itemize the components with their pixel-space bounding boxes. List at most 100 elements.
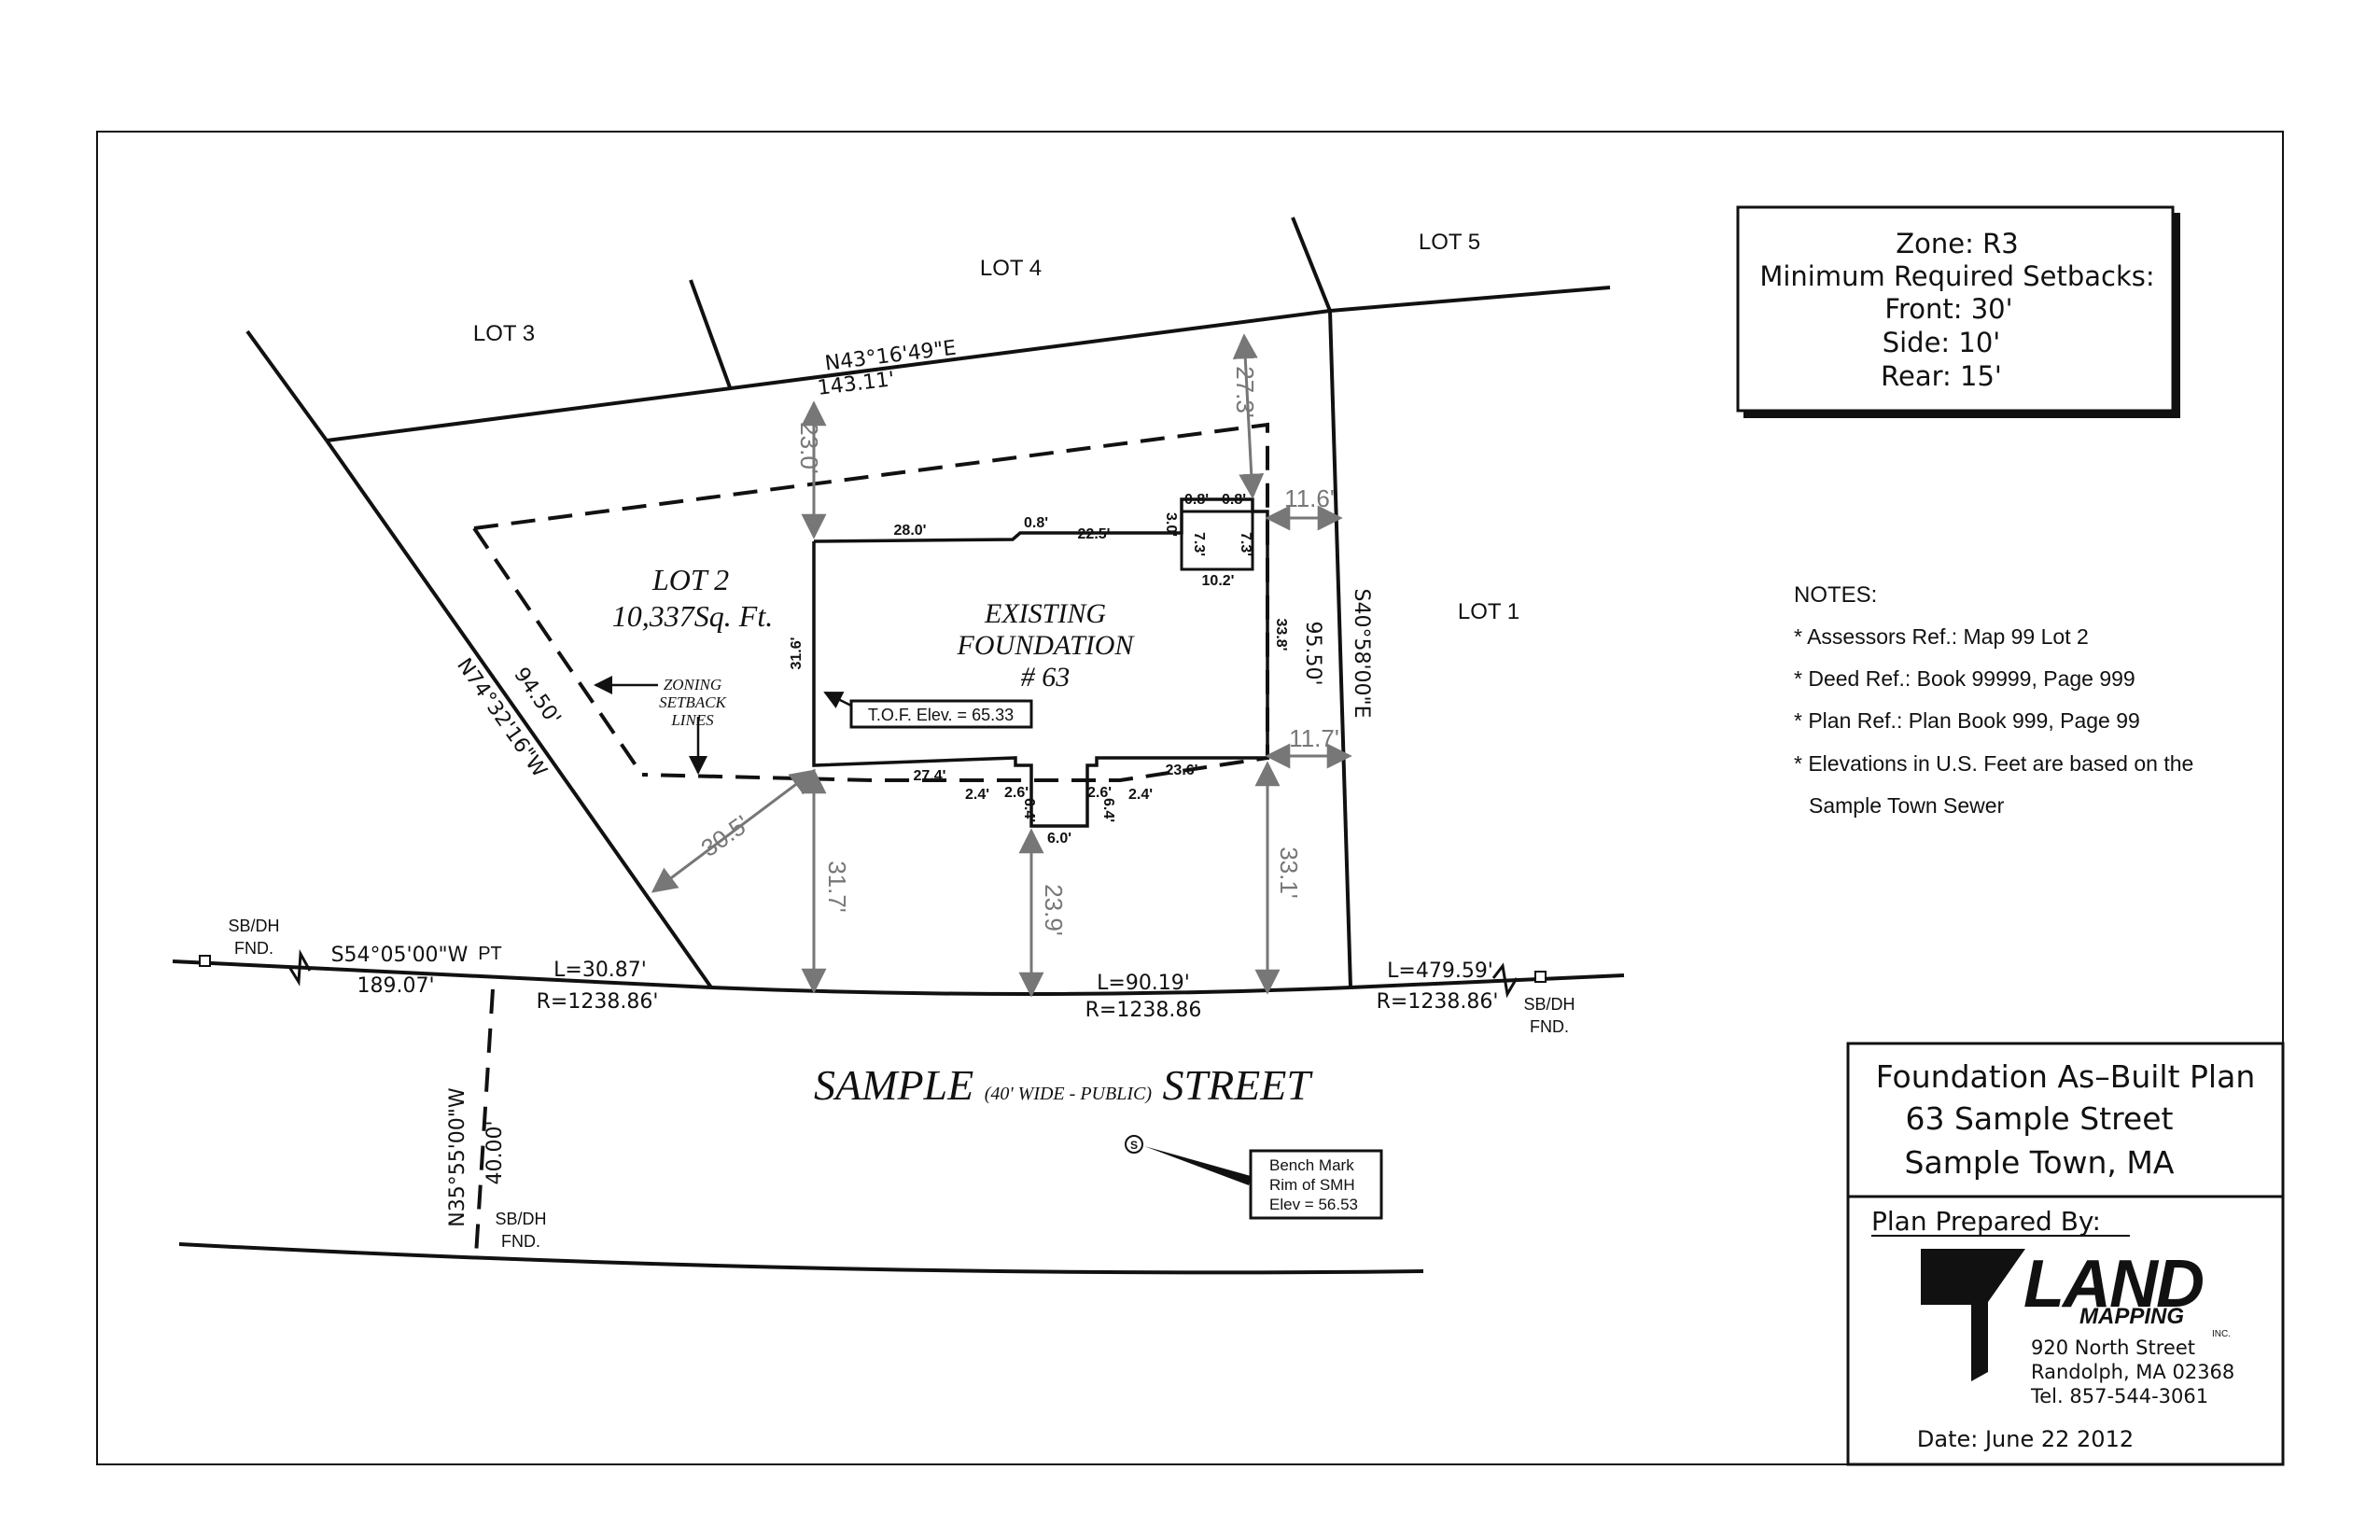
svg-text:23.9': 23.9' [1040, 884, 1068, 936]
svg-text:10.2': 10.2' [1202, 573, 1235, 589]
svg-text:FND.: FND. [501, 1232, 540, 1251]
svg-text:* Plan Ref.: Plan Book 999, P: * Plan Ref.: Plan Book 999, Page 99 [1794, 708, 2140, 733]
bench-mark-line2: Rim of SMH [1269, 1176, 1355, 1194]
svg-text:31.7': 31.7' [823, 861, 851, 913]
street-name: SAMPLE (40' WIDE - PUBLIC) STREET [814, 1061, 1313, 1109]
svg-text:FND.: FND. [1530, 1017, 1569, 1036]
svg-text:0.8': 0.8' [1222, 492, 1246, 508]
bench-mark-leader [1144, 1146, 1251, 1185]
svg-text:SB/DH: SB/DH [1523, 995, 1575, 1014]
lot4-5-line [1291, 217, 1332, 312]
zone-label: Zone: R3 [1896, 228, 2018, 259]
svg-text:PT: PT [478, 944, 502, 964]
svg-text:11.6': 11.6' [1284, 484, 1335, 512]
svg-text:27.3': 27.3' [1231, 366, 1259, 418]
bench-mark-line1: Bench Mark [1269, 1156, 1354, 1174]
svg-text:N35°55'00"W: N35°55'00"W [446, 1087, 469, 1227]
svg-text:23.0': 23.0' [795, 422, 823, 474]
svg-text:189.07': 189.07' [357, 974, 434, 998]
zone-box [1736, 205, 2175, 413]
north-property-line [326, 309, 1331, 442]
lot2-area: 10,337Sq. Ft. [612, 599, 773, 633]
svg-text:7.3': 7.3' [1191, 532, 1207, 556]
zoning-setback-line [473, 422, 1269, 782]
svg-text:L=30.87': L=30.87' [553, 959, 647, 982]
plan-date: Date: June 22 2012 [1917, 1426, 2134, 1452]
svg-text:* Elevations in U.S. Feet are: * Elevations in U.S. Feet are based on t… [1794, 751, 2193, 776]
svg-text:11.7': 11.7' [1289, 724, 1339, 752]
svg-text:0.8': 0.8' [1184, 492, 1209, 508]
curve-labels: L=30.87' R=1238.86' L=90.19' R=1238.86 L… [537, 959, 1499, 1022]
svg-text:L=479.59': L=479.59' [1387, 959, 1493, 983]
svg-text:L=90.19': L=90.19' [1097, 972, 1190, 995]
notes: NOTES: * Assessors Ref.: Map 99 Lot 2 * … [1794, 582, 2193, 818]
foundation-bump [1180, 510, 1254, 571]
svg-text:N74°32'16"W: N74°32'16"W [452, 654, 551, 782]
svg-text:23.6': 23.6' [1166, 763, 1198, 778]
svg-text:0.8': 0.8' [1024, 515, 1048, 531]
land-mapping-logo: LAND MAPPING INC. [1921, 1247, 2231, 1381]
svg-text:NOTES:: NOTES: [1794, 582, 1877, 608]
zoning-label-line2: SETBACK [659, 693, 727, 711]
lot2-3-line [245, 329, 329, 442]
street-south-line [178, 1242, 1424, 1275]
svg-text:6.0': 6.0' [1047, 831, 1071, 847]
svg-text:27.4': 27.4' [914, 768, 946, 784]
lot-line-dashed [474, 988, 495, 1256]
address-line1: 920 North Street [2031, 1337, 2195, 1359]
lot5-label: LOT 5 [1419, 230, 1480, 255]
east-property-line [1328, 310, 1352, 988]
lot1-label: LOT 1 [1458, 599, 1519, 624]
sbdh-marker [1534, 971, 1547, 983]
property-lines [172, 217, 1625, 1275]
foundation-dimension-labels: 28.0' 0.8' 22.5' 0.8' 0.8' 3.0' 7.3' 7.3… [789, 492, 1289, 847]
svg-text:Sample Town Sewer: Sample Town Sewer [1809, 793, 2005, 818]
zoning-setback-line-west [472, 526, 644, 777]
svg-text:LAND: LAND [2023, 1247, 2203, 1322]
svg-text:2.4': 2.4' [965, 787, 989, 803]
svg-text:2.6': 2.6' [1087, 785, 1112, 801]
lot3-4-line [689, 279, 732, 388]
foundation-title-line2: FOUNDATION [957, 630, 1136, 661]
zone-rear: Rear: 15' [1881, 360, 2002, 392]
tof-elevation: T.O.F. Elev. = 65.33 [868, 706, 1014, 724]
sewer-manhole-letter: S [1130, 1139, 1138, 1152]
svg-text:SB/DH: SB/DH [495, 1210, 546, 1228]
svg-text:FND.: FND. [234, 939, 273, 958]
street-north-line-west [172, 959, 712, 989]
svg-text:INC.: INC. [2212, 1329, 2231, 1339]
svg-text:6.4': 6.4' [1100, 798, 1116, 822]
svg-text:28.0': 28.0' [894, 523, 927, 539]
bench-mark-line3: Elev = 56.53 [1269, 1196, 1358, 1213]
svg-text:S54°05'00"W: S54°05'00"W [331, 944, 469, 967]
setback-dimensions [651, 333, 1352, 998]
foundation-title-line1: EXISTING [984, 598, 1106, 629]
monument-labels: PT SB/DH FND. SB/DH FND. SB/DH FND. [228, 917, 1575, 1251]
svg-text:2.6': 2.6' [1004, 785, 1029, 801]
zoning-label-line1: ZONING [664, 676, 721, 693]
prepared-by: Plan Prepared By: [1871, 1206, 2101, 1237]
tof-elevation-box [849, 699, 1033, 729]
foundation-title-line3: # 63 [1021, 662, 1071, 693]
title-block [1846, 1042, 2285, 1466]
svg-text:2.4': 2.4' [1128, 787, 1153, 803]
address-line2: Randolph, MA 02368 [2031, 1361, 2234, 1383]
svg-text:SB/DH: SB/DH [228, 917, 279, 935]
address-line3: Tel. 857-544-3061 [2030, 1385, 2208, 1407]
zone-front: Front: 30' [1884, 293, 2012, 325]
svg-text:R=1238.86': R=1238.86' [1377, 990, 1499, 1014]
svg-text:3.0': 3.0' [1163, 512, 1179, 537]
svg-text:R=1238.86: R=1238.86 [1085, 999, 1202, 1022]
west-property-line [325, 439, 713, 989]
svg-text:31.6': 31.6' [789, 637, 805, 670]
lot4-label: LOT 4 [980, 256, 1042, 281]
title-line1: Foundation As–Built Plan [1876, 1058, 2256, 1095]
sbdh-marker [199, 955, 211, 967]
lot2-label: LOT 2 [651, 563, 729, 596]
svg-text:95.50': 95.50' [1301, 621, 1324, 685]
svg-text:* Assessors Ref.: Map 99 Lot 2: * Assessors Ref.: Map 99 Lot 2 [1794, 624, 2089, 649]
lot3-label: LOT 3 [473, 321, 535, 346]
zone-side: Side: 10' [1883, 327, 2001, 358]
zoning-label-line3: LINES [670, 711, 714, 729]
